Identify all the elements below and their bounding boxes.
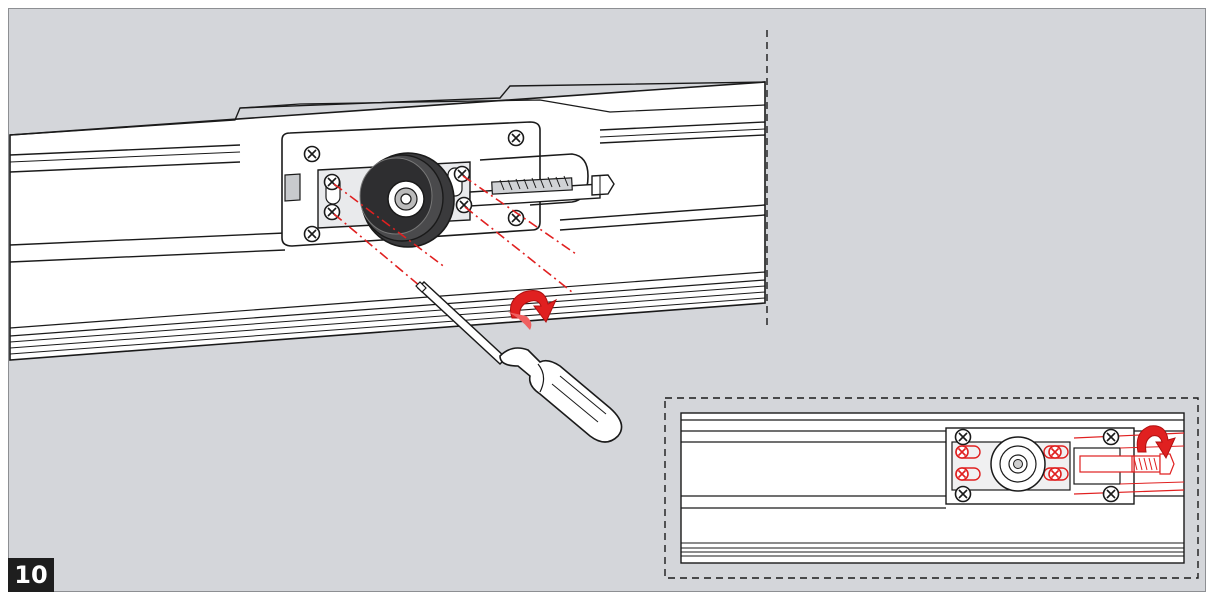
step-number-badge: 10	[8, 558, 54, 592]
curved-arrow-icon	[1136, 425, 1176, 460]
tension-bolt	[469, 153, 615, 207]
detail-inset-frame	[664, 397, 1199, 579]
curved-arrow-icon	[508, 290, 558, 330]
pulley-wheel	[359, 152, 455, 248]
alignment-guides	[333, 175, 577, 293]
detail-carriage	[945, 427, 1185, 505]
screwdriver-icon	[415, 280, 623, 443]
